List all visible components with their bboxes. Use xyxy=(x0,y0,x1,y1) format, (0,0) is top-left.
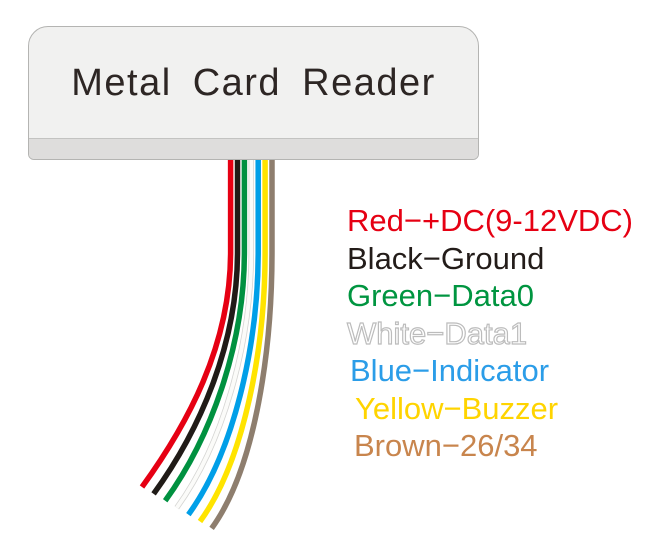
wire-label-black: Black−Ground xyxy=(347,240,545,276)
wire-label-brown: Brown−26/34 xyxy=(354,428,538,463)
wire-label-green: Green−Data0 xyxy=(347,278,534,313)
wire-path-yellow xyxy=(197,158,268,524)
wire-path-white xyxy=(175,158,254,509)
wire-label-blue: Blue−Indicator xyxy=(350,353,550,388)
wire-path-blue xyxy=(186,158,261,517)
wire-path-brown xyxy=(209,158,275,531)
card-reader-base-strip xyxy=(29,138,478,159)
wire-path-green xyxy=(162,158,248,503)
wire-label-white: White−Data1 xyxy=(346,315,528,351)
wire-path-red xyxy=(139,158,234,489)
wire-path-black xyxy=(151,158,241,496)
card-reader-body: Metal Card Reader xyxy=(28,26,479,160)
device-title: Metal Card Reader xyxy=(71,61,436,104)
wire-label-yellow: Yellow−Buzzer xyxy=(355,390,559,426)
card-reader-face: Metal Card Reader xyxy=(29,27,478,139)
wire-label-red: Red−+DC(9-12VDC) xyxy=(347,203,633,238)
